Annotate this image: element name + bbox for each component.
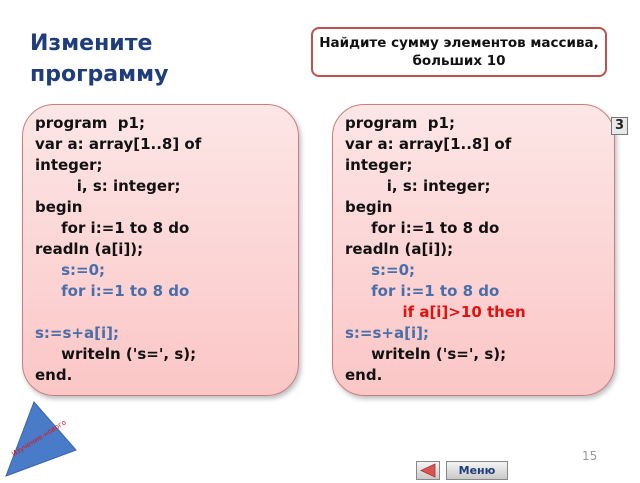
code-line: s:=0; [345,261,416,279]
code-line: for i:=1 to 8 do [35,282,190,300]
code-line: var a: array[1..8] of [345,135,512,153]
code-line: writeln ('s=', s); [35,345,197,363]
code-line: i, s: integer; [345,177,491,195]
code-line: for i:=1 to 8 do [345,219,500,237]
code-line: begin [345,198,393,216]
corner-triangle-icon: Изучение нового [5,401,77,477]
menu-button[interactable]: Меню [446,461,508,480]
code-line: readln (a[i]); [345,240,454,258]
code-line: var a: array[1..8] of [35,135,202,153]
code-line: i, s: integer; [35,177,181,195]
code-line: readln (a[i]); [35,240,144,258]
code-line: end. [35,366,73,384]
code-line: integer; [35,156,103,174]
original-code-panel: program p1; var a: array[1..8] of integer;… [22,104,299,396]
code-line: program p1; [35,114,145,132]
code-line: end. [345,366,383,384]
code-line: for i:=1 to 8 do [35,219,190,237]
code-line: s:=s+a[i]; [35,324,119,342]
code-line: s:=s+a[i]; [345,324,429,342]
task-box: Найдите сумму элементов массива, больших… [311,27,607,77]
code-line: integer; [345,156,413,174]
left-arrow-icon [420,463,436,478]
code-line: s:=0; [35,261,106,279]
page-number: 15 [582,449,598,463]
code-line [35,302,288,323]
back-button[interactable] [416,461,440,480]
modified-code-panel: program p1; var a: array[1..8] of integer;… [332,104,615,396]
step-badge[interactable]: 3 [611,117,628,135]
code-line: writeln ('s=', s); [345,345,507,363]
corner-nav-triangle[interactable]: Изучение нового [4,400,78,478]
code-line: if a[i]>10 then [345,303,526,321]
code-line: for i:=1 to 8 do [345,282,500,300]
code-line: program p1; [345,114,455,132]
task-text: Найдите сумму элементов массива, больших… [319,35,599,69]
slide-title: Измените программу [30,31,169,87]
code-line: begin [35,198,83,216]
